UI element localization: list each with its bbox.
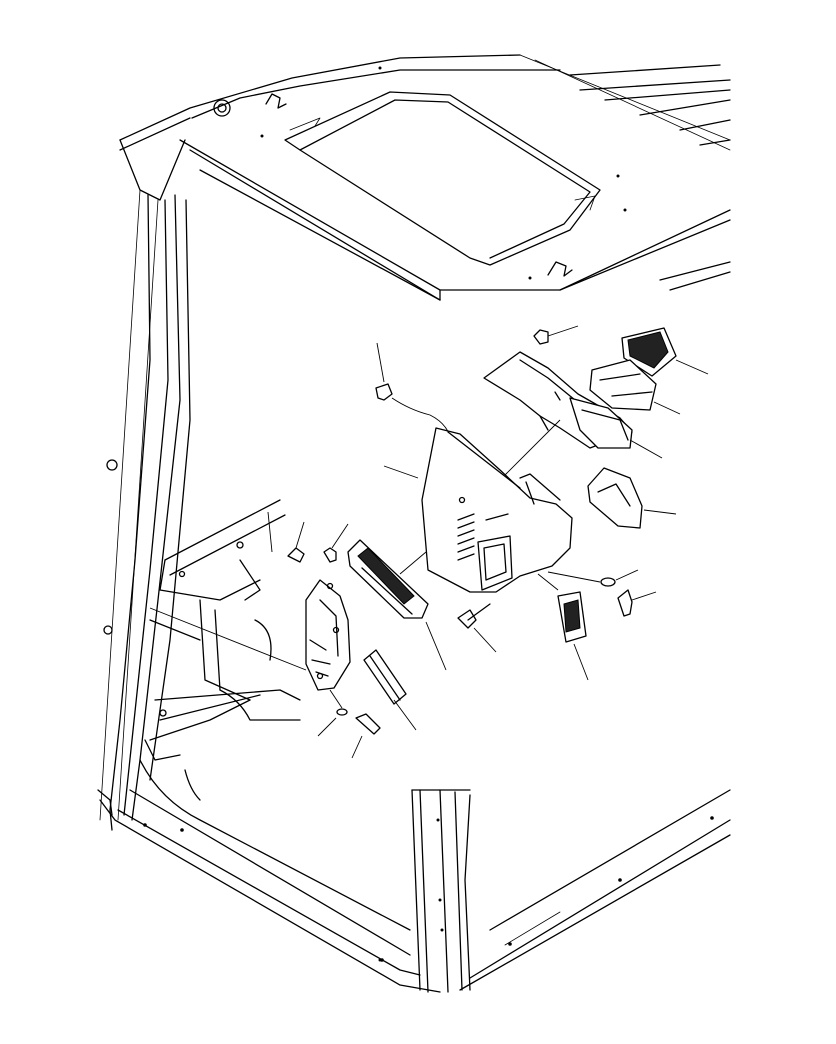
small-vent-grille	[537, 573, 589, 681]
interior-panel	[144, 499, 301, 801]
bolt-right	[617, 589, 657, 617]
bolt-left-lower	[351, 713, 381, 759]
washer-left	[317, 689, 348, 737]
support-bracket	[363, 649, 417, 731]
vent-louver	[589, 359, 681, 415]
radio-unit	[347, 539, 447, 671]
nut-left	[323, 523, 349, 563]
bolt-center	[457, 603, 497, 653]
roof-hatch	[284, 91, 601, 266]
bolt-left-upper	[267, 511, 305, 563]
front-pillar	[378, 789, 471, 993]
radio-mount-bracket	[305, 579, 351, 691]
washer-right	[547, 569, 639, 587]
cab-frame	[119, 54, 731, 301]
vent-grille-upper	[621, 327, 709, 377]
duct-hose	[501, 397, 663, 479]
vent-grille-side	[587, 467, 677, 529]
rear-pillar	[97, 139, 191, 831]
pillar-cover-panel	[383, 427, 573, 593]
nut	[533, 325, 579, 345]
